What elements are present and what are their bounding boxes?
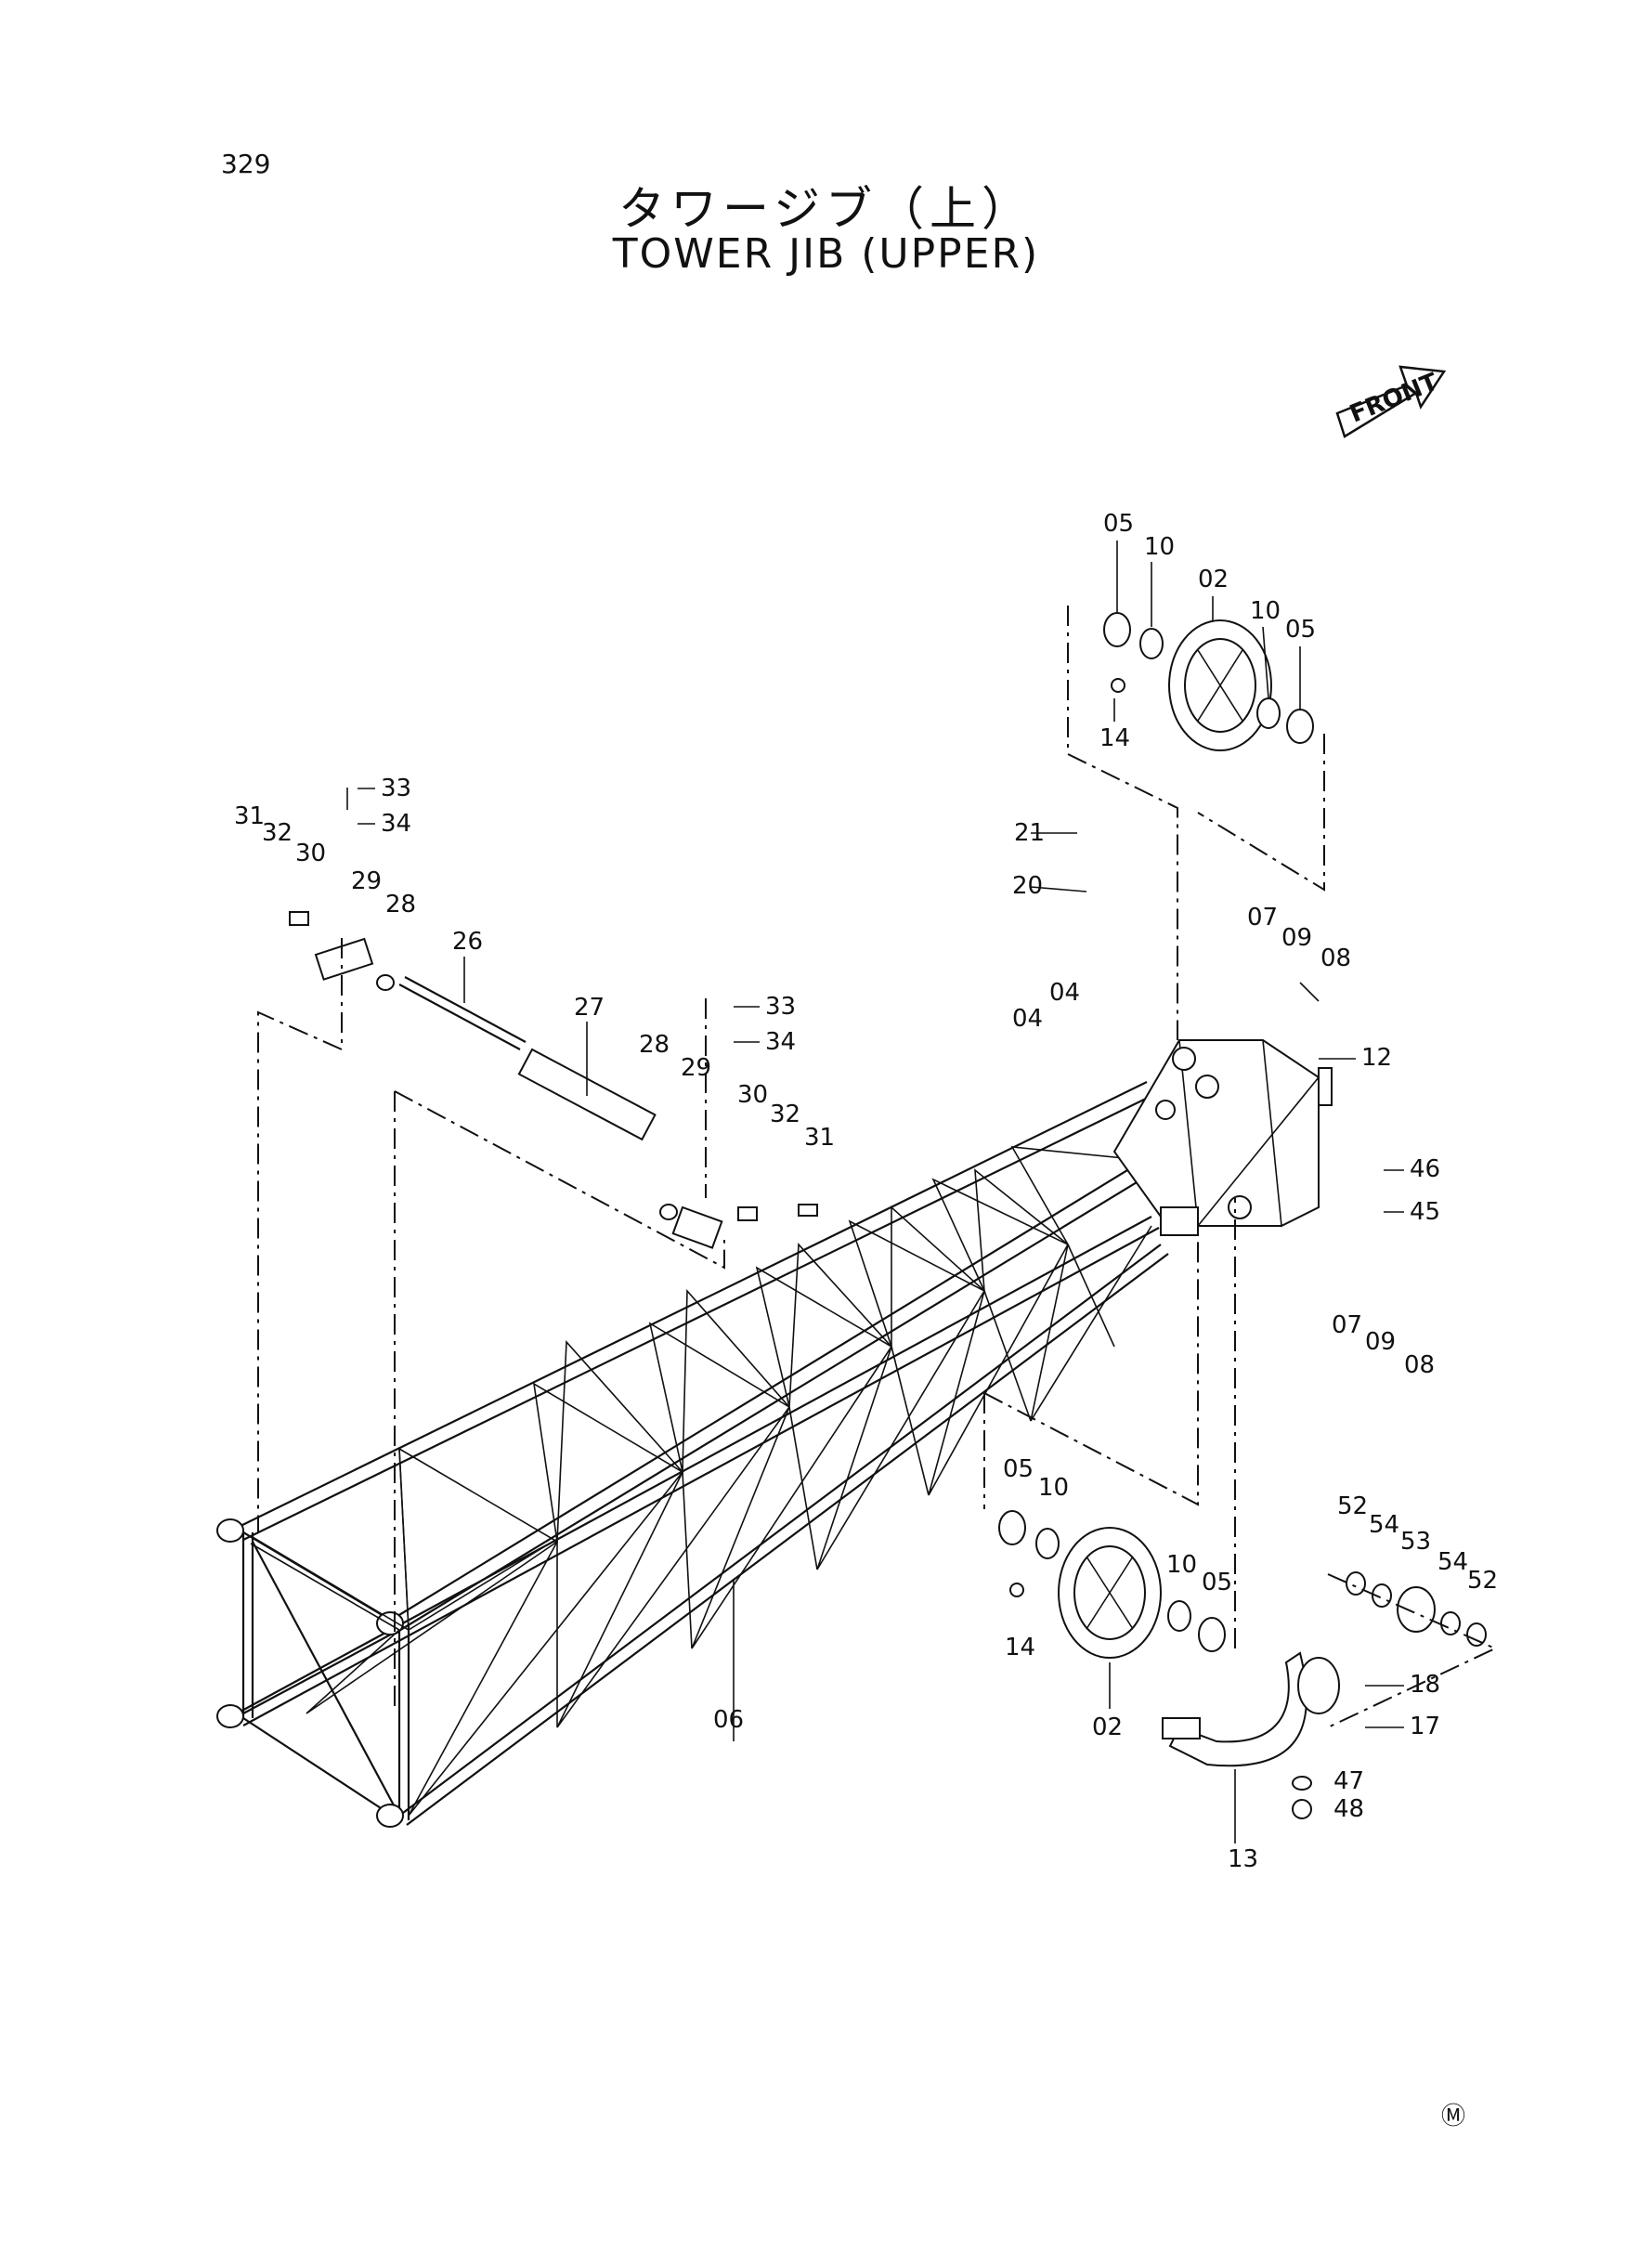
callout-label: 07 <box>1247 904 1278 932</box>
callout-label: 30 <box>737 1081 768 1109</box>
callout-label: 33 <box>765 993 796 1021</box>
lower-sheave-group <box>983 1198 1236 1659</box>
callout-labels: 05 10 02 10 05 14 33 34 31 32 30 29 28 2… <box>234 510 1498 1873</box>
callout-label: 32 <box>770 1101 800 1128</box>
callout-label: 02 <box>1092 1713 1123 1741</box>
callout-label: 34 <box>381 810 411 838</box>
jib-lattice <box>216 1039 1333 1828</box>
callout-label: 52 <box>1467 1567 1498 1595</box>
callout-label: 18 <box>1410 1671 1440 1699</box>
m-mark-icon: Ⓜ <box>1441 2103 1465 2130</box>
callout-label: 45 <box>1410 1198 1440 1226</box>
callout-label: 13 <box>1228 1845 1258 1873</box>
callout-label: 04 <box>1049 979 1080 1007</box>
callout-label: 10 <box>1038 1474 1069 1502</box>
callout-label: 07 <box>1332 1311 1362 1339</box>
front-arrow-label: FRONT <box>1346 368 1442 428</box>
callout-label: 10 <box>1144 533 1175 561</box>
callout-label: 05 <box>1003 1455 1034 1483</box>
callout-label: 48 <box>1333 1795 1364 1823</box>
bracket-group <box>1162 1571 1498 1819</box>
callout-label: 14 <box>1005 1634 1035 1661</box>
callout-label: 53 <box>1400 1528 1431 1556</box>
callout-label: 05 <box>1103 510 1134 538</box>
callout-label: 28 <box>639 1031 670 1059</box>
callout-label: 26 <box>452 928 483 956</box>
callout-label: 08 <box>1404 1351 1435 1379</box>
callout-label: 05 <box>1202 1569 1232 1596</box>
callout-label: 06 <box>713 1706 744 1734</box>
callout-label: 09 <box>1281 924 1312 952</box>
callout-label: 32 <box>262 819 293 847</box>
callout-label: 33 <box>381 775 411 802</box>
page-number: 329 <box>221 149 271 179</box>
callout-label: 04 <box>1012 1005 1043 1033</box>
callout-label: 09 <box>1365 1328 1396 1356</box>
callout-label: 12 <box>1361 1044 1392 1072</box>
callout-label: 34 <box>765 1028 796 1056</box>
callout-label: 10 <box>1166 1551 1197 1579</box>
callout-label: 20 <box>1012 872 1043 900</box>
callout-label: 29 <box>681 1054 711 1082</box>
callout-label: 17 <box>1410 1713 1440 1740</box>
callout-label: 54 <box>1437 1548 1468 1576</box>
callout-label: 14 <box>1099 724 1130 752</box>
callout-label: 31 <box>234 802 265 830</box>
callout-label: 31 <box>804 1124 835 1152</box>
page-title-japanese: タワージブ（上） <box>618 182 1034 236</box>
upper-sheave-group <box>1067 606 1325 1040</box>
callout-label: 30 <box>295 840 326 867</box>
callout-label: 10 <box>1250 597 1281 625</box>
callout-label: 05 <box>1285 616 1316 644</box>
callout-label: 46 <box>1410 1155 1440 1183</box>
callout-label: 29 <box>351 867 382 895</box>
front-arrow-icon: FRONT <box>1335 365 1447 438</box>
pin-group <box>257 788 818 1709</box>
callout-label: 47 <box>1333 1767 1364 1795</box>
callout-leaders <box>358 541 1404 1844</box>
callout-label: 28 <box>385 891 416 919</box>
callout-label: 54 <box>1369 1511 1399 1539</box>
callout-label: 02 <box>1198 566 1229 593</box>
callout-label: 52 <box>1337 1492 1368 1520</box>
callout-label: 08 <box>1320 945 1351 972</box>
callout-label: 27 <box>574 994 605 1022</box>
page-title: TOWER JIB (UPPER) <box>612 230 1040 278</box>
